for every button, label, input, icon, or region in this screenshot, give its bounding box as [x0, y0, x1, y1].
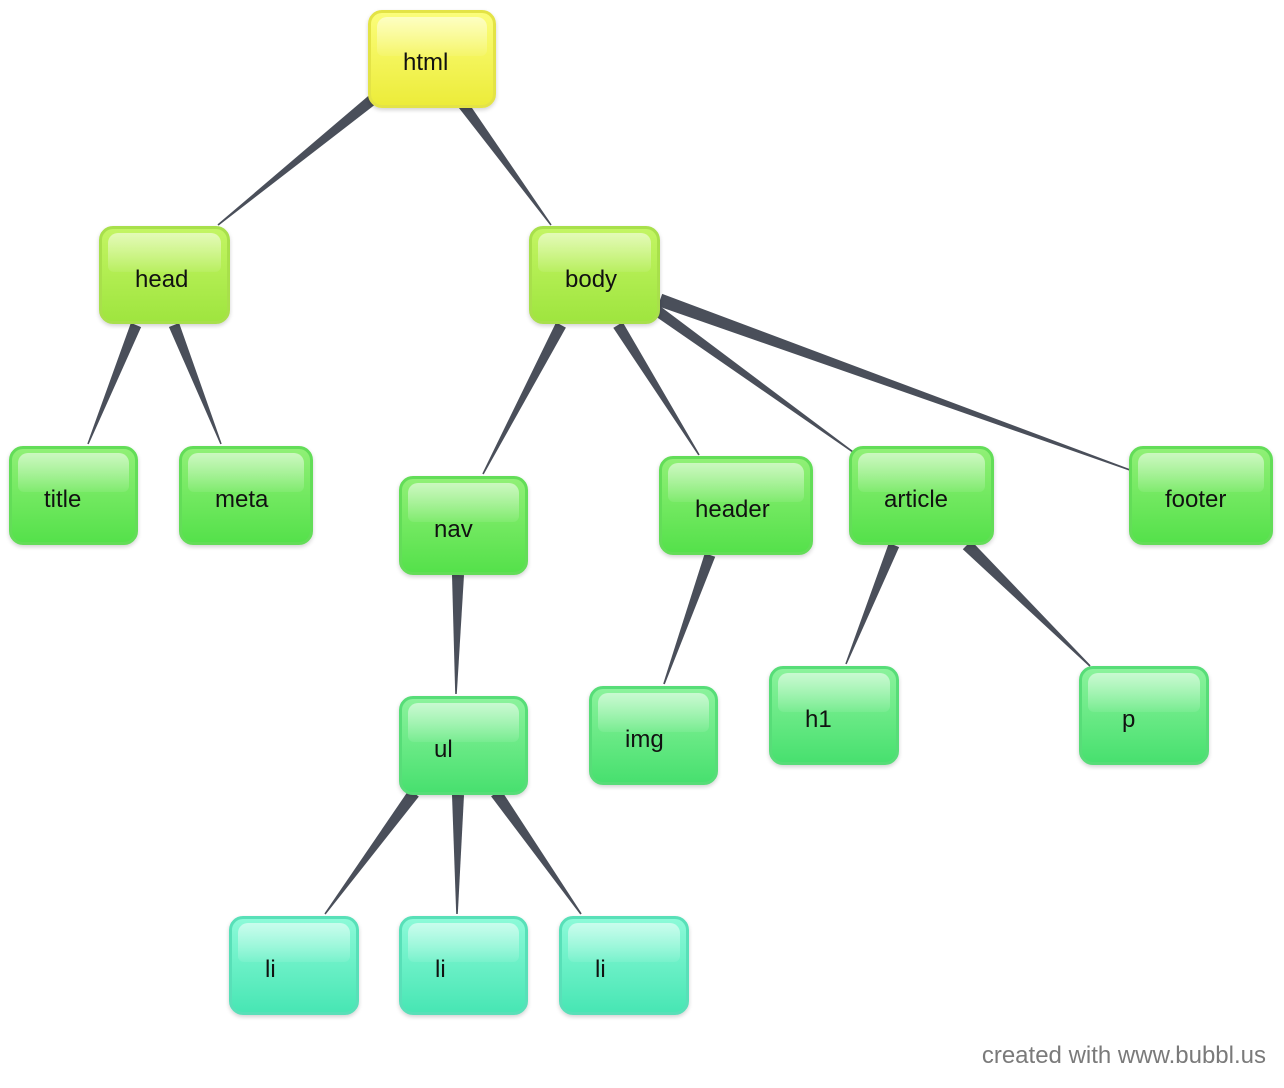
- node-label: title: [44, 486, 82, 513]
- connector-head-title: [87, 322, 142, 445]
- connector-head-meta: [168, 323, 222, 445]
- connector-layer: [87, 95, 1131, 915]
- node-label: li: [435, 956, 446, 983]
- node-img[interactable]: img: [589, 686, 718, 785]
- node-label: li: [265, 956, 276, 983]
- node-label: ul: [434, 736, 453, 763]
- node-article[interactable]: article: [849, 446, 994, 545]
- node-meta[interactable]: meta: [179, 446, 313, 545]
- node-footer[interactable]: footer: [1129, 446, 1273, 545]
- node-title[interactable]: title: [9, 446, 138, 545]
- node-p[interactable]: p: [1079, 666, 1209, 765]
- connector-ul-li-1: [324, 789, 419, 915]
- credit-text: created with www.bubbl.us: [981, 1042, 1266, 1069]
- node-ul[interactable]: ul: [399, 696, 528, 795]
- connector-body-article: [652, 305, 854, 453]
- node-label: footer: [1165, 486, 1227, 513]
- node-label: body: [565, 266, 618, 293]
- node-head[interactable]: head: [99, 226, 230, 324]
- node-li-1[interactable]: li: [229, 916, 359, 1015]
- connector-ul-li-3: [491, 789, 582, 915]
- connector-nav-ul: [452, 574, 464, 694]
- node-label: p: [1122, 706, 1136, 733]
- node-li-2[interactable]: li: [399, 916, 528, 1015]
- node-label: img: [625, 726, 664, 753]
- connector-header-img: [663, 553, 716, 685]
- connector-body-nav: [482, 322, 566, 475]
- node-h1[interactable]: h1: [769, 666, 899, 765]
- connector-html-body: [457, 99, 552, 226]
- node-label: nav: [434, 516, 473, 543]
- connector-body-header: [613, 322, 700, 456]
- node-label: li: [595, 956, 606, 983]
- node-nav[interactable]: nav: [399, 476, 528, 575]
- node-li-3[interactable]: li: [559, 916, 689, 1015]
- node-label: html: [403, 49, 449, 76]
- node-label: article: [884, 486, 949, 513]
- node-label: meta: [215, 486, 269, 513]
- connector-article-h1: [845, 542, 900, 665]
- node-html[interactable]: html: [368, 10, 496, 108]
- node-body[interactable]: body: [529, 226, 660, 324]
- node-label: head: [135, 266, 189, 293]
- connector-html-head: [217, 95, 376, 226]
- node-label: header: [695, 496, 770, 523]
- connector-body-footer: [657, 293, 1131, 471]
- node-header[interactable]: header: [659, 456, 813, 555]
- connector-ul-li-2: [452, 794, 464, 914]
- node-label: h1: [805, 706, 832, 733]
- connector-article-p: [962, 540, 1091, 667]
